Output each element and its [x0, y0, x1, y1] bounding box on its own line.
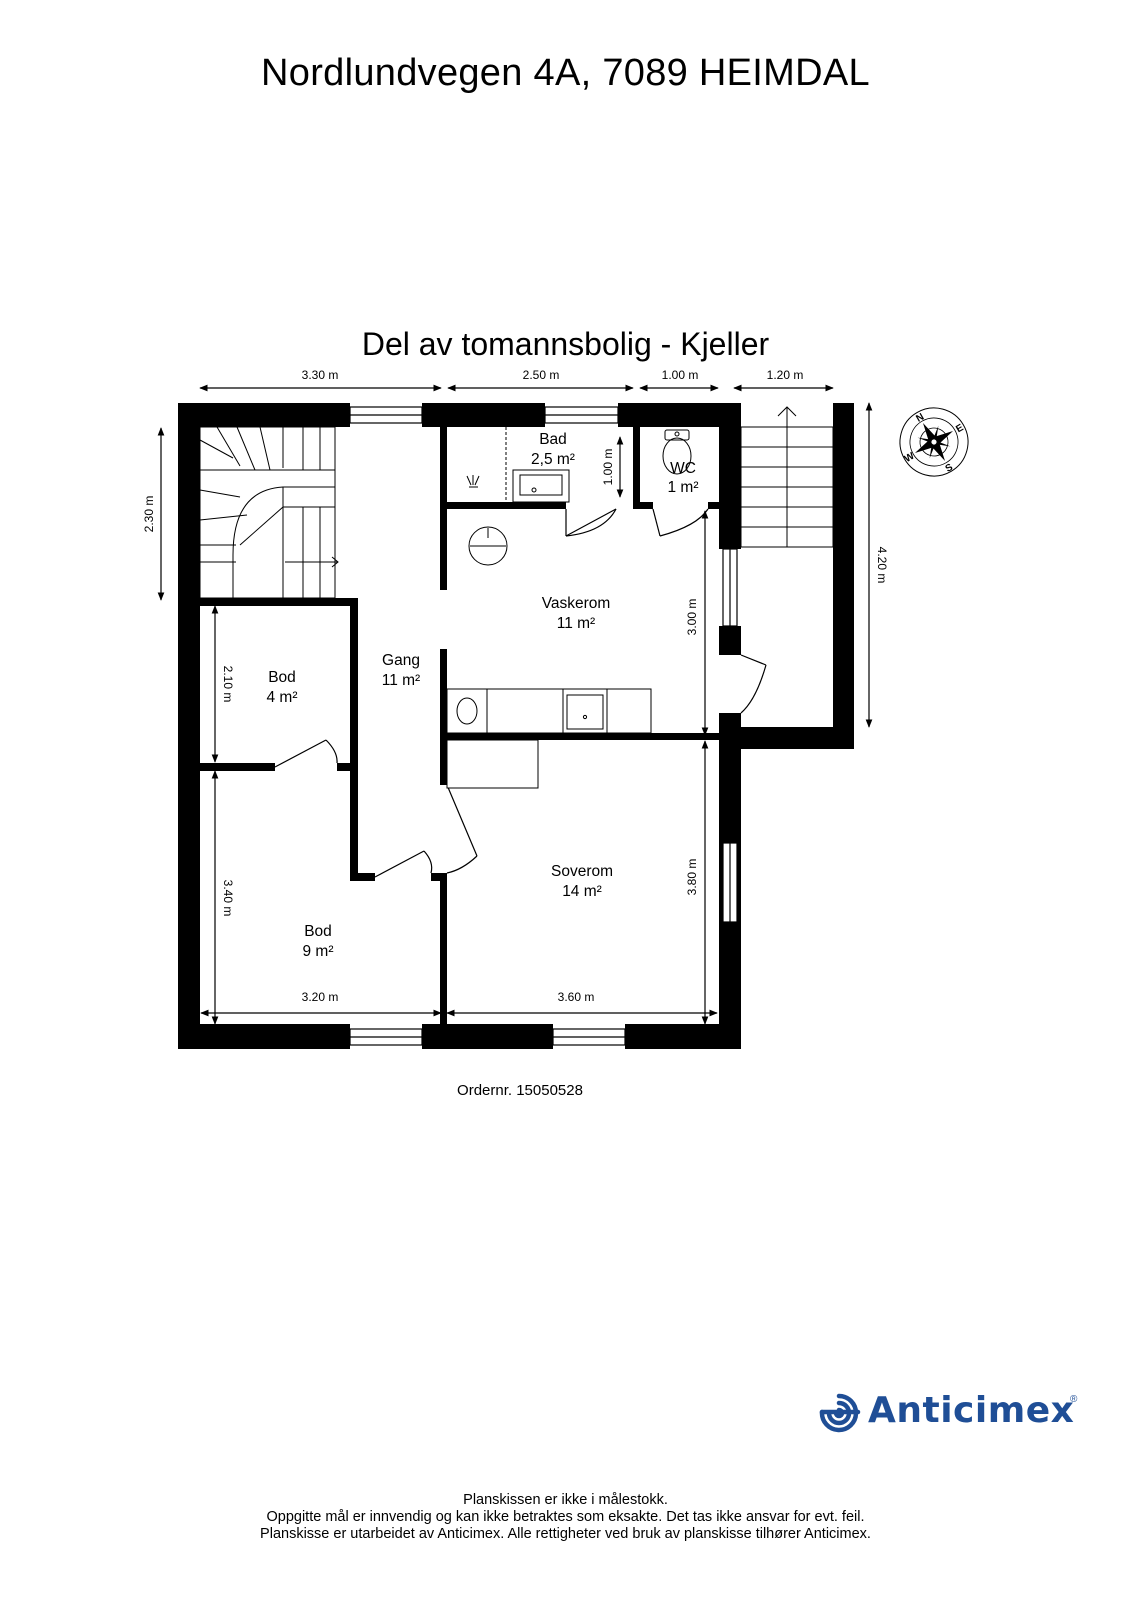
room-bod-small-name: Bod — [268, 669, 296, 686]
compass-e: E — [954, 422, 966, 435]
anticimex-logo: Anticimex ® — [814, 1388, 1078, 1438]
dim-left-stair-label: 2.30 m — [142, 496, 156, 533]
dim-top-2-label: 2.50 m — [523, 368, 560, 382]
plan-title: Del av tomannsbolig - Kjeller — [361, 326, 770, 362]
room-soverom-area: 14 m² — [562, 883, 602, 900]
room-bad-area: 2,5 m² — [531, 451, 575, 468]
address-title: Nordlundvegen 4A, 7089 HEIMDAL — [261, 52, 870, 94]
dimension-labels: 3.30 m 2.50 m 1.00 m 1.20 m 2.30 m 4.20 … — [142, 368, 889, 1004]
dim-bod-small-label: 2.10 m — [221, 666, 235, 703]
stair-left — [199, 426, 339, 599]
stair-right — [740, 406, 834, 548]
order-number: Ordernr. 15050528 — [457, 1082, 583, 1099]
dim-right-total-label: 4.20 m — [875, 547, 889, 584]
anticimex-logo-reg: ® — [1070, 1394, 1078, 1405]
wardrobe — [446, 739, 539, 789]
footer-line-1: Planskissen er ikke i målestokk. — [463, 1492, 668, 1508]
room-labels: Bad 2,5 m² WC 1 m² Vaskerom 11 m² Gang 1… — [267, 431, 699, 960]
room-wc-area: 1 m² — [668, 479, 699, 496]
room-vaskerom-area: 11 m² — [557, 615, 595, 632]
compass-s: S — [944, 462, 956, 475]
footer-line-2: Oppgitte mål er innvendig og kan ikke be… — [266, 1509, 865, 1525]
room-bod-small-area: 4 m² — [267, 689, 298, 706]
room-gang-name: Gang — [382, 652, 420, 669]
wc-toilet-icon — [662, 429, 692, 475]
room-vaskerom-name: Vaskerom — [542, 595, 611, 612]
footer-line-3: Planskisse er utarbeidet av Anticimex. A… — [260, 1526, 871, 1542]
dim-top-3-label: 1.00 m — [662, 368, 699, 382]
walls — [178, 403, 854, 1049]
dim-soverom-depth-label: 3.80 m — [685, 859, 699, 896]
shower-icon — [466, 475, 480, 488]
boiler-icon — [468, 526, 508, 566]
fixtures — [446, 427, 692, 789]
room-wc-name: WC — [670, 460, 696, 477]
dim-bod-large-width-label: 3.20 m — [302, 990, 339, 1004]
room-bod-large-area: 9 m² — [303, 943, 334, 960]
room-bod-large-name: Bod — [304, 923, 332, 940]
footer-disclaimer: Planskissen er ikke i målestokk. Oppgitt… — [0, 1492, 1131, 1543]
dim-bad-label: 1.00 m — [601, 449, 615, 486]
room-gang-area: 11 m² — [382, 672, 420, 689]
dim-top-4-label: 1.20 m — [767, 368, 804, 382]
room-bad-name: Bad — [539, 431, 567, 448]
laundry-counter — [446, 688, 652, 734]
compass-icon: N S E W — [899, 407, 969, 477]
compass-n: N — [914, 412, 926, 425]
dim-vaskerom-label: 3.00 m — [685, 599, 699, 636]
anticimex-logo-text: Anticimex — [868, 1390, 1075, 1431]
dimension-lines — [157, 384, 873, 1025]
dim-top-1-label: 3.30 m — [302, 368, 339, 382]
anticimex-logo-icon — [819, 1393, 861, 1433]
room-soverom-name: Soverom — [551, 863, 613, 880]
doors — [274, 508, 767, 878]
windows — [349, 406, 738, 1046]
dim-bod-large-label: 3.40 m — [221, 880, 235, 917]
dim-soverom-width-label: 3.60 m — [558, 990, 595, 1004]
